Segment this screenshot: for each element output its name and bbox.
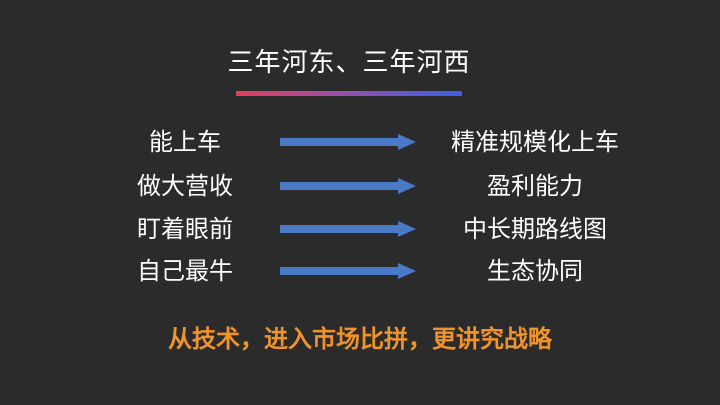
to-label: 生态协同 <box>487 257 583 285</box>
comparison-row-2: 做大营收 盈利能力 <box>0 168 720 204</box>
right-arrow-icon <box>280 134 416 150</box>
comparison-row-4: 自己最牛 生态协同 <box>0 253 720 289</box>
right-arrow-icon <box>280 221 416 237</box>
slide-title: 三年河东、三年河西 <box>227 48 471 78</box>
from-label: 自己最牛 <box>137 257 233 285</box>
title-underline-bar <box>236 91 462 96</box>
right-arrow-icon <box>280 263 416 279</box>
comparison-row-3: 盯着眼前 中长期路线图 <box>0 211 720 247</box>
right-arrow-icon <box>280 178 416 194</box>
from-label: 盯着眼前 <box>137 215 233 243</box>
to-label: 中长期路线图 <box>463 215 607 243</box>
to-label: 盈利能力 <box>487 172 583 200</box>
from-label: 做大营收 <box>137 172 233 200</box>
slide-tagline: 从技术，进入市场比拼，更讲究战略 <box>168 325 552 353</box>
to-label: 精准规模化上车 <box>451 128 619 156</box>
comparison-row-1: 能上车 精准规模化上车 <box>0 124 720 160</box>
from-label: 能上车 <box>149 128 221 156</box>
